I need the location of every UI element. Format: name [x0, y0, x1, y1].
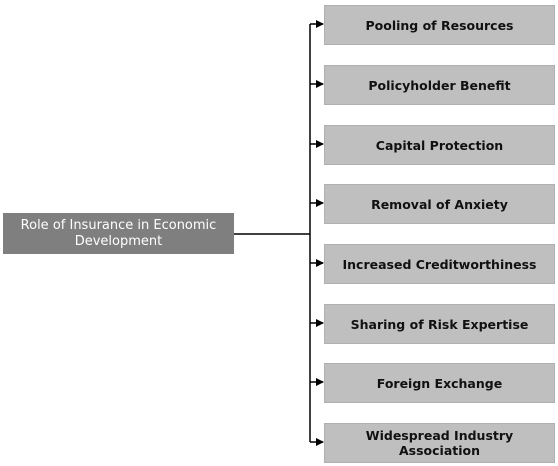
root-node-label: Role of Insurance in Economic Developmen…: [20, 217, 217, 249]
root-node: Role of Insurance in Economic Developmen…: [3, 213, 234, 254]
branch-node-increased-creditworthiness: Increased Creditworthiness: [324, 244, 555, 284]
branch-node-label: Capital Protection: [375, 137, 504, 153]
branch-node-sharing-of-risk-expertise: Sharing of Risk Expertise: [324, 304, 555, 344]
branch-node-pooling-of-resources: Pooling of Resources: [324, 5, 555, 45]
branch-node-label: Removal of Anxiety: [371, 196, 508, 212]
branch-node-label: Increased Creditworthiness: [342, 256, 537, 272]
branch-node-label: Sharing of Risk Expertise: [350, 316, 529, 332]
branch-node-foreign-exchange: Foreign Exchange: [324, 363, 555, 403]
branch-node-capital-protection: Capital Protection: [324, 125, 555, 165]
branch-node-removal-of-anxiety: Removal of Anxiety: [324, 184, 555, 224]
branch-node-label: Foreign Exchange: [376, 375, 503, 391]
branch-node-policyholder-benefit: Policyholder Benefit: [324, 65, 555, 105]
branch-node-label: Policyholder Benefit: [368, 77, 511, 93]
branch-node-widespread-industry-association: Widespread Industry Association: [324, 423, 555, 463]
branch-node-label: Pooling of Resources: [365, 17, 514, 33]
branch-node-label: Widespread Industry Association: [365, 428, 514, 458]
